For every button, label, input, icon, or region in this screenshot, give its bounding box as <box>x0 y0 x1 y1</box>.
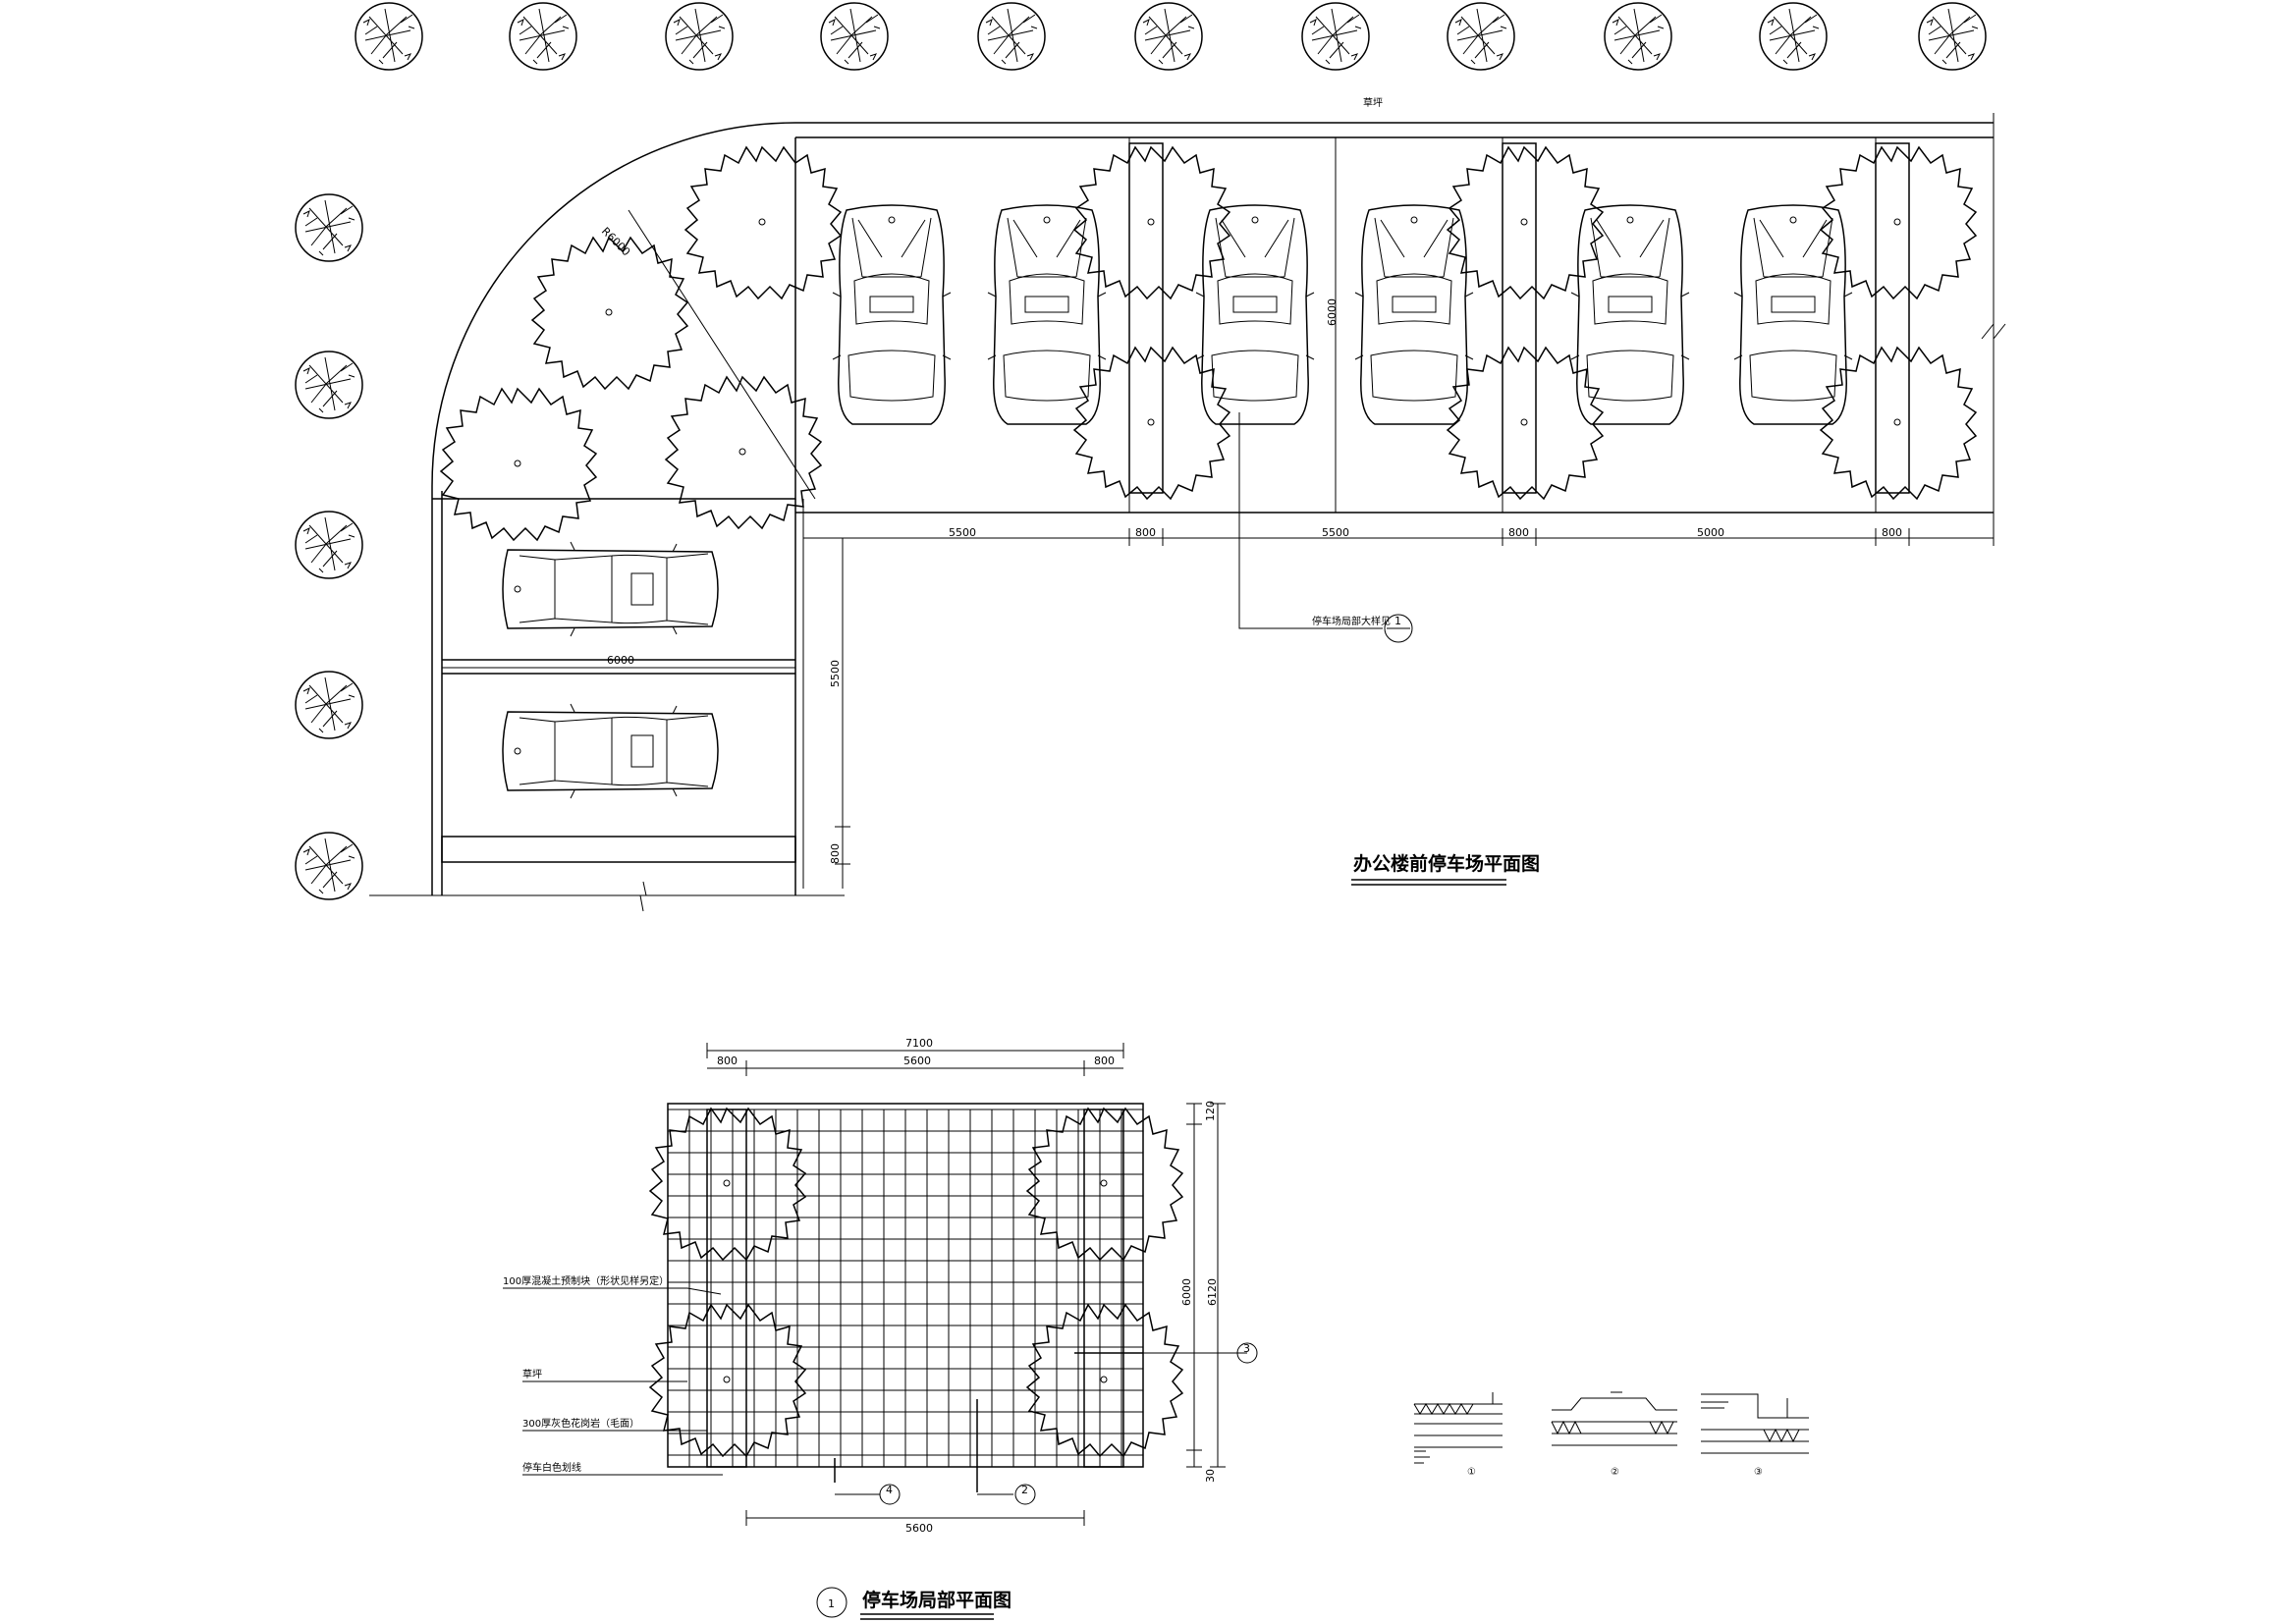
callout-label: 停车场局部大样见 <box>1312 615 1391 627</box>
detail-top-total: 7100 <box>905 1037 933 1050</box>
top-dim-4: 800 <box>1508 526 1529 539</box>
detail-note-3: 300厚灰色花岗岩（毛面） <box>522 1417 639 1430</box>
section-label-3: ③ <box>1754 1467 1763 1478</box>
detail-note-4: 停车白色划线 <box>522 1461 581 1474</box>
granite-strip-left <box>706 1109 747 1468</box>
callout-number: 1 <box>1394 615 1401 627</box>
depth-dim: 6000 <box>1326 298 1339 326</box>
section-mark-4: 4 <box>886 1484 893 1496</box>
left-width-dim: 6000 <box>607 654 634 667</box>
strip-dim: 800 <box>829 843 842 864</box>
section-detail-1: ① <box>1413 1392 1503 1478</box>
top-dim-2: 800 <box>1135 526 1156 539</box>
paving-grid-lines <box>667 1109 1144 1467</box>
plan-title-text: 办公楼前停车场平面图 <box>1353 852 1540 875</box>
detail-top-dim-1: 800 <box>717 1055 738 1067</box>
detail-right-dim-2: 6000 <box>1180 1278 1193 1306</box>
section-label-2: ② <box>1611 1467 1619 1478</box>
section-mark-3: 3 <box>1243 1342 1250 1355</box>
section-detail-3: ③ <box>1701 1393 1809 1478</box>
detail-note-2: 草坪 <box>522 1368 542 1380</box>
detail-top-dim-2: 5600 <box>903 1055 931 1067</box>
detail-bottom-dim-text: 5600 <box>905 1522 933 1535</box>
canopy-trees <box>440 146 1977 541</box>
top-dim-5: 5000 <box>1697 526 1724 539</box>
detail-title-number: 1 <box>828 1597 835 1610</box>
section-detail-2: ② <box>1551 1391 1677 1478</box>
detail-right-dims: 120 6000 6120 30 <box>1180 1101 1226 1483</box>
top-dim-1: 5500 <box>949 526 976 539</box>
tree-strips <box>1128 142 1910 494</box>
detail-title-text: 停车场局部平面图 <box>862 1589 1011 1611</box>
paving-grid <box>667 1109 1144 1467</box>
shrub-row-top <box>355 2 1987 71</box>
detail-callout: 停车场局部大样见 1 <box>1238 412 1413 643</box>
detail-section-marks: 3 4 2 <box>835 1342 1258 1505</box>
parked-cars <box>502 204 1853 799</box>
detail-bottom-dim: 5600 <box>745 1510 1085 1535</box>
section-details: ① ② ③ <box>1413 1391 1809 1478</box>
plan-title: 办公楼前停车场平面图 <box>1351 852 1540 886</box>
section-mark-2: 2 <box>1021 1484 1028 1496</box>
section-label-1: ① <box>1467 1467 1476 1478</box>
detail-notes: 100厚混凝土预制块（形状见样另定） 草坪 300厚灰色花岗岩（毛面） 停车白色… <box>503 1274 723 1476</box>
detail-right-dim-1: 120 <box>1204 1101 1217 1121</box>
granite-strip-right <box>1083 1109 1124 1468</box>
top-dimension-chain: 5500 800 5500 800 5000 800 <box>802 526 1995 546</box>
detail-right-dim-3: 6120 <box>1206 1278 1219 1306</box>
top-dim-3: 5500 <box>1322 526 1349 539</box>
detail-note-1: 100厚混凝土预制块（形状见样另定） <box>503 1274 669 1287</box>
parking-lot-plan: 草坪 R6000 6000 5500 800 5500 800 5000 800… <box>295 2 2006 912</box>
top-dim-6: 800 <box>1882 526 1902 539</box>
left-dimensions: 6000 5500 800 <box>442 537 850 889</box>
detail-top-dims: 7100 800 5600 800 <box>706 1037 1124 1076</box>
detail-right-dim-4: 30 <box>1204 1469 1217 1483</box>
left-depth-dim: 5500 <box>829 660 842 687</box>
detail-title: 1 停车场局部平面图 <box>816 1587 1011 1620</box>
shrub-column-left <box>295 193 363 900</box>
grass-label: 草坪 <box>1363 96 1383 109</box>
parking-detail-plan: 7100 800 5600 800 5600 120 6000 6120 30 … <box>503 1037 1258 1620</box>
detail-top-dim-3: 800 <box>1094 1055 1115 1067</box>
